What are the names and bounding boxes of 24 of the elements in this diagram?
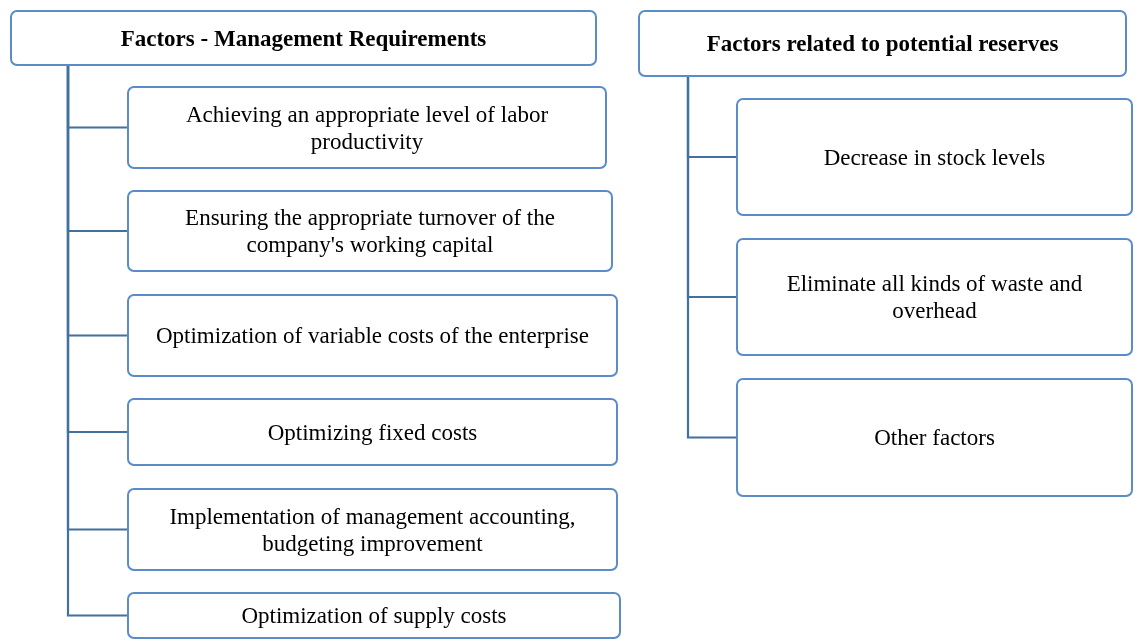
factor-text: Eliminate all kinds of waste and overhead: [785, 270, 1084, 324]
header-text: Factors - Management Requirements: [120, 24, 487, 52]
factor-box: [127, 398, 618, 466]
header-text: Factors related to potential reserves: [706, 30, 1059, 57]
factor-box: [736, 238, 1133, 356]
factor-text: Decrease in stock levels: [823, 143, 1046, 171]
factor-text: Optimization of variable costs of the enterprise: [156, 322, 589, 349]
factor-box: [127, 294, 618, 377]
factor-box: [736, 378, 1133, 497]
factor-text: Achieving an appropriate level of labor productivity: [184, 100, 550, 155]
factor-box: [736, 98, 1133, 216]
factor-text: Ensuring the appropriate turnover of the company's working capital: [184, 204, 556, 258]
connector-line: [66, 66, 127, 617]
factor-text: Implementation of management accounting, budgeting improvement: [168, 502, 577, 557]
factor-box: [127, 488, 618, 571]
header-box: [10, 10, 597, 66]
factor-box: [127, 190, 613, 272]
factor-text: Optimizing fixed costs: [267, 418, 478, 446]
factor-box: [127, 86, 607, 169]
factor-text: Other factors: [874, 424, 995, 451]
connector-line: [686, 77, 736, 439]
factor-text: Optimization of supply costs: [241, 602, 507, 629]
header-box: [638, 10, 1127, 77]
factor-box: [127, 592, 621, 639]
